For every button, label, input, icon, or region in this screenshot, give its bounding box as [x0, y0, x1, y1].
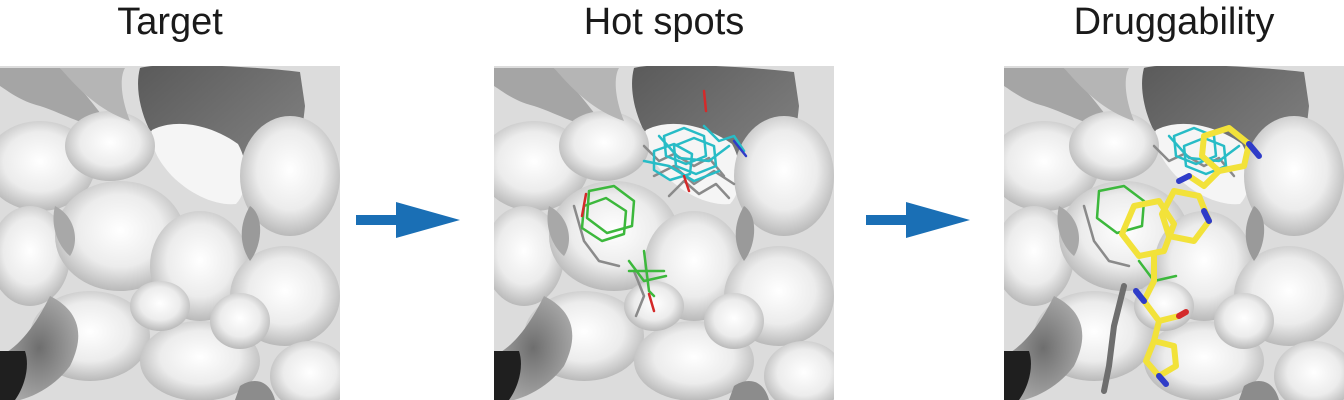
panel-title-druggability: Druggability	[1073, 1, 1275, 43]
panel-title-hot-spots: Hot spots	[583, 1, 745, 43]
ligand-docking-image	[1004, 66, 1344, 400]
arrow-right-icon	[356, 202, 460, 238]
target-surface-panel	[0, 66, 340, 400]
panel-title-target: Target	[117, 1, 223, 43]
druggability-panel	[1004, 66, 1344, 400]
arrow-right-icon	[866, 202, 970, 238]
hot-spot-probes-image	[494, 66, 834, 400]
hot-spots-panel	[494, 66, 834, 400]
protein-surface-image	[0, 66, 340, 400]
